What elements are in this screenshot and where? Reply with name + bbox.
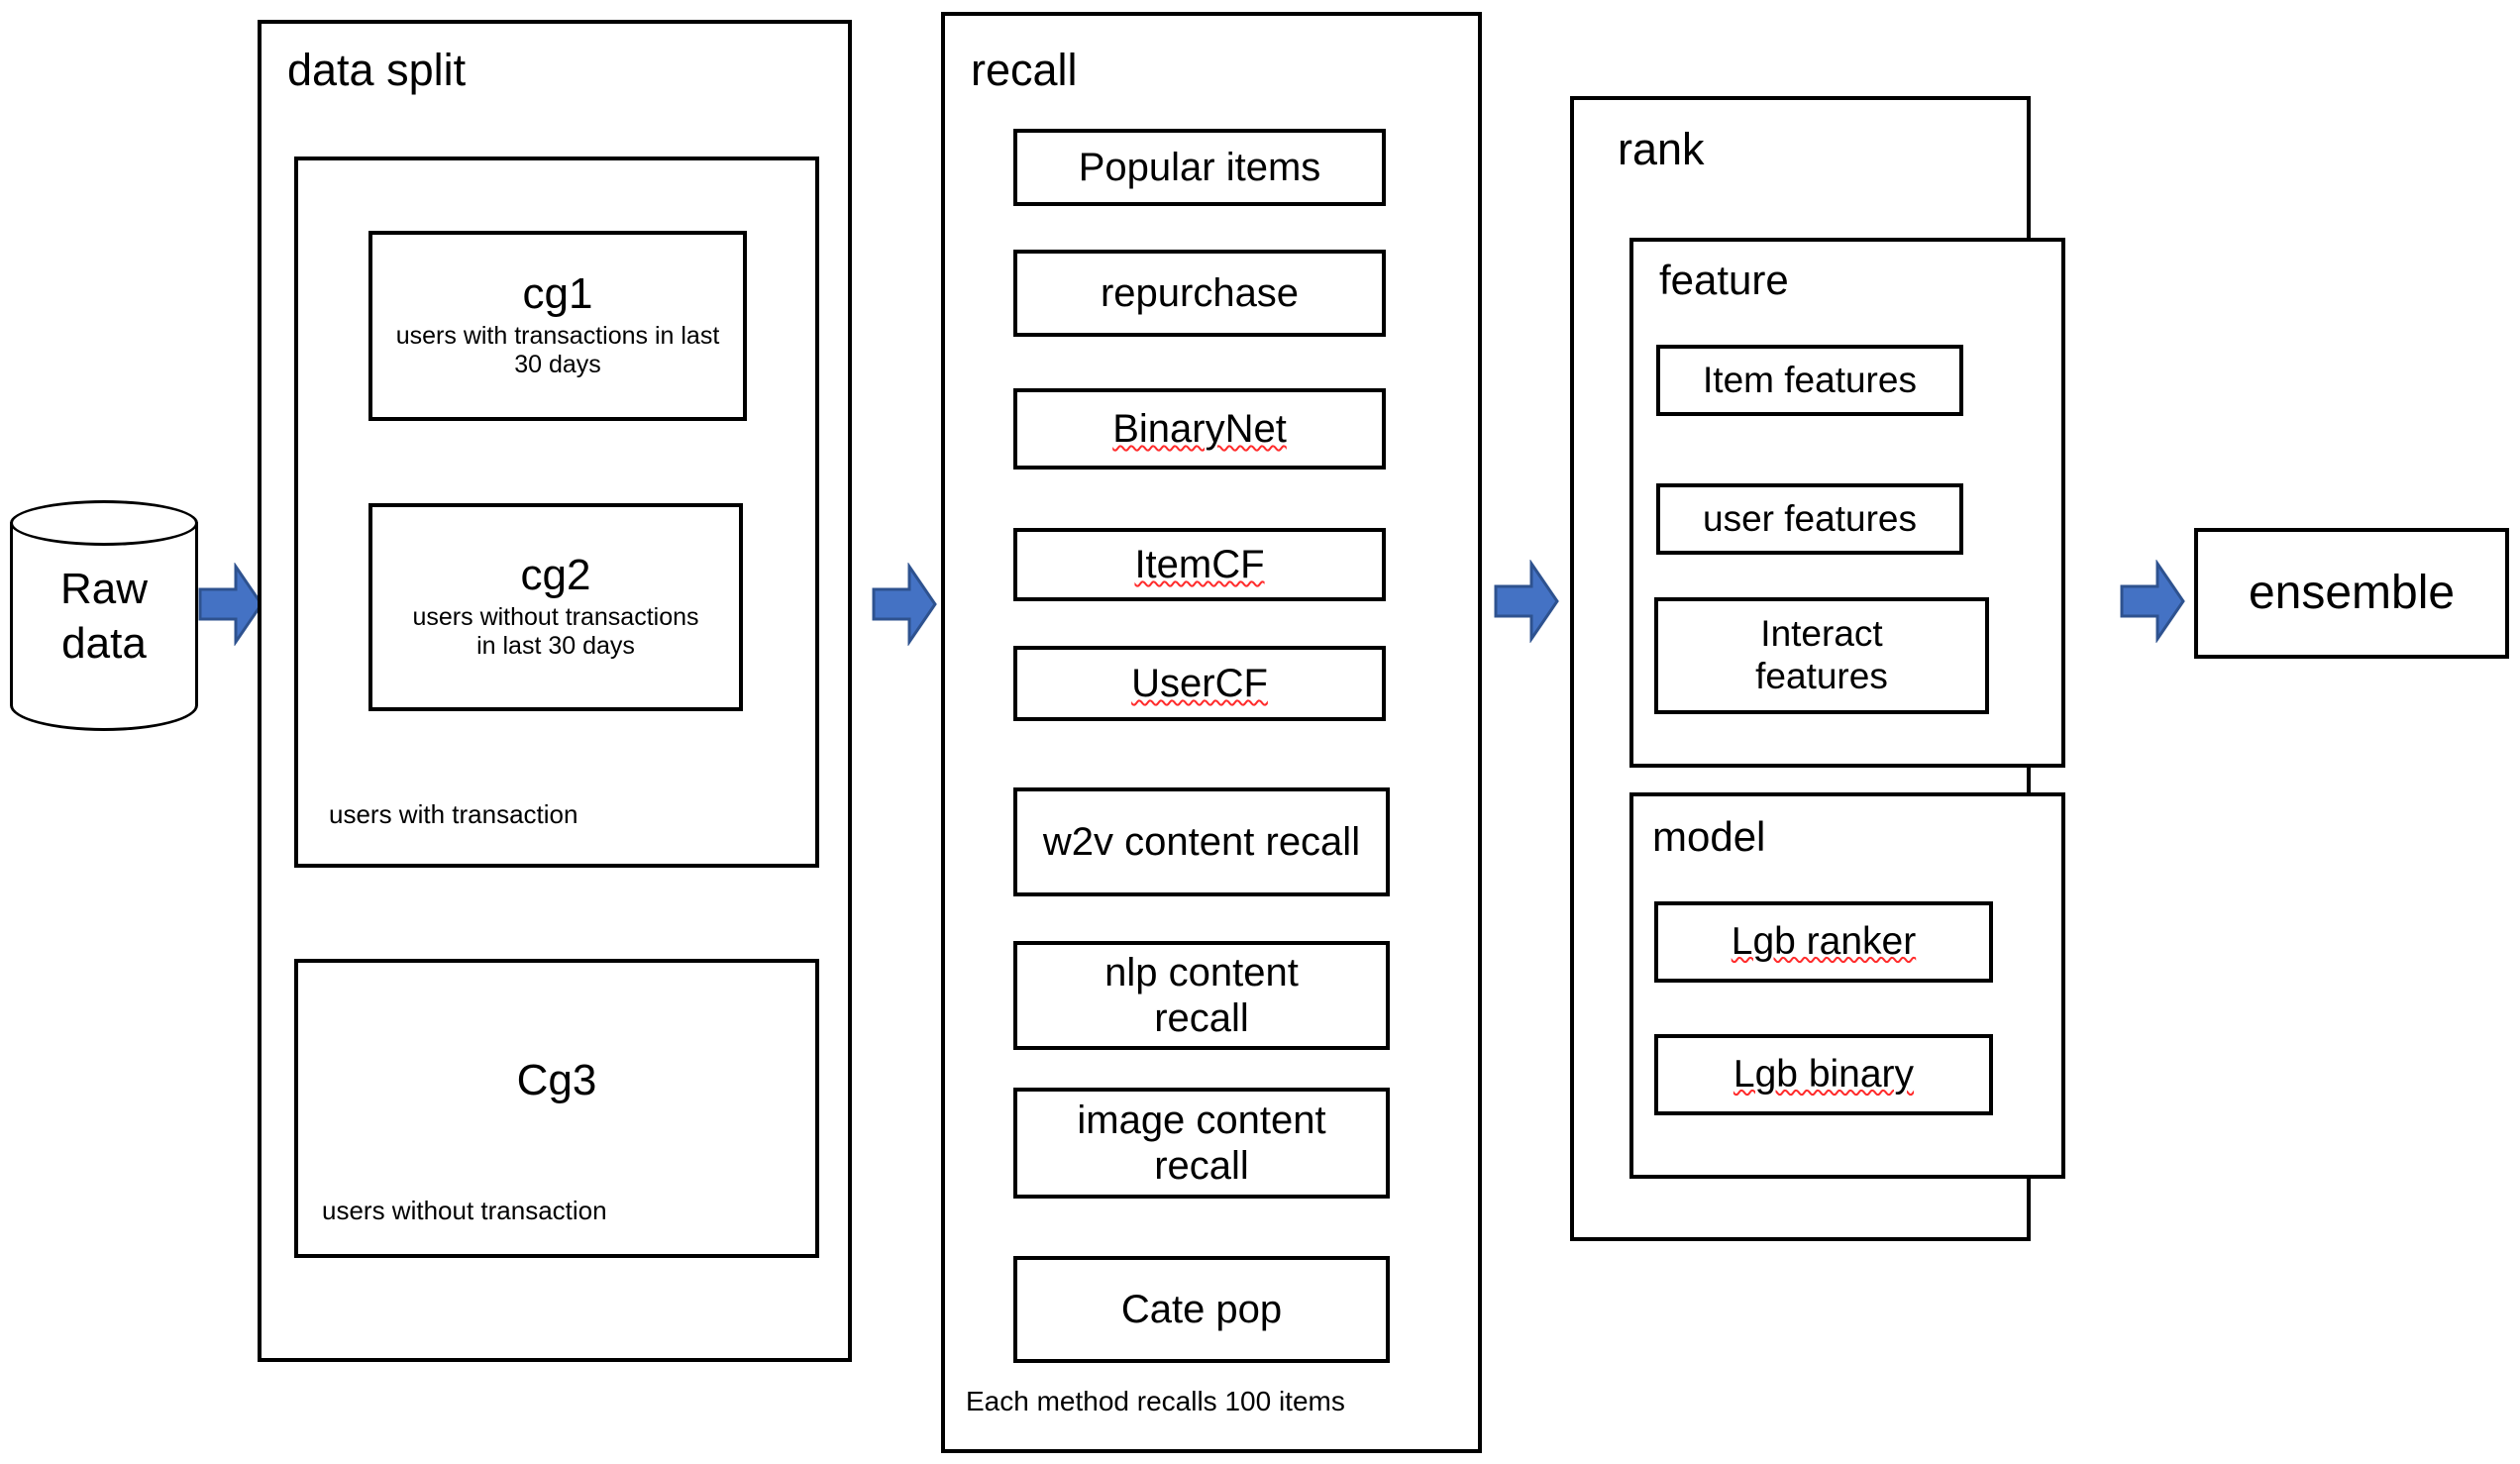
recall-method-label: image content recall	[1077, 1098, 1326, 1188]
cylinder-body	[10, 522, 198, 731]
cg2-title: cg2	[520, 551, 591, 600]
arrow-recall-to-rank	[1494, 560, 1559, 643]
stage-recall	[941, 12, 1482, 1453]
model-item-label: Lgb ranker	[1731, 919, 1917, 963]
raw-data-cylinder: Raw data	[10, 500, 198, 753]
feature-user-features: user features	[1656, 483, 1963, 555]
recall-method-label: Popular items	[1078, 146, 1321, 189]
arrow-rank-to-ensemble	[2120, 560, 2185, 643]
data-split-title: data split	[287, 45, 467, 95]
stage-ensemble: ensemble	[2194, 528, 2509, 659]
rank-title: rank	[1618, 124, 1705, 174]
recall-method-label: repurchase	[1100, 271, 1300, 315]
recall-method-binarynet: BinaryNet	[1013, 388, 1386, 470]
box-cg2: cg2 users without transactions in last 3…	[368, 503, 743, 711]
raw-data-line2: data	[61, 619, 147, 668]
feature-title: feature	[1659, 257, 1789, 303]
recall-method-repurchase: repurchase	[1013, 250, 1386, 337]
recall-method-nlp-content-recall: nlp content recall	[1013, 941, 1390, 1050]
recall-footnote: Each method recalls 100 items	[966, 1386, 1345, 1416]
model-lgb-ranker: Lgb ranker	[1654, 901, 1993, 983]
arrow-split-to-recall	[872, 563, 937, 646]
feature-item-features: Item features	[1656, 345, 1963, 416]
model-item-label: Lgb binary	[1732, 1052, 1915, 1096]
box-cg1: cg1 users with transactions in last 30 d…	[368, 231, 747, 421]
recall-method-label: w2v content recall	[1042, 820, 1361, 864]
ensemble-label: ensemble	[2248, 566, 2456, 619]
cg1-title: cg1	[522, 269, 593, 319]
recall-method-label: UserCF	[1131, 662, 1268, 705]
model-lgb-binary: Lgb binary	[1654, 1034, 1993, 1115]
recall-method-usercf: UserCF	[1013, 646, 1386, 721]
cg1-subtitle: users with transactions in last 30 days	[395, 321, 720, 379]
cg2-subtitle: users without transactions in last 30 da…	[412, 602, 699, 661]
group-users-without-transaction	[294, 959, 819, 1258]
recall-method-popular-items: Popular items	[1013, 129, 1386, 206]
recall-title: recall	[971, 45, 1078, 95]
model-title: model	[1652, 813, 1766, 860]
recall-method-label: nlp content recall	[1104, 951, 1299, 1040]
feature-item-label: user features	[1703, 497, 1917, 539]
caption-users-without-transaction: users without transaction	[322, 1196, 607, 1225]
recall-method-label: Cate pop	[1120, 1288, 1283, 1331]
recall-method-label: ItemCF	[1134, 543, 1265, 586]
recall-method-image-content-recall: image content recall	[1013, 1088, 1390, 1199]
cylinder-top-ellipse	[10, 500, 198, 546]
recall-method-w2v-content-recall: w2v content recall	[1013, 787, 1390, 896]
raw-data-label: Raw data	[10, 562, 198, 671]
recall-method-itemcf: ItemCF	[1013, 528, 1386, 601]
cg3-title: Cg3	[516, 1056, 597, 1104]
recall-method-label: BinaryNet	[1112, 407, 1287, 451]
raw-data-line1: Raw	[59, 565, 149, 613]
caption-users-with-transaction: users with transaction	[329, 799, 578, 829]
feature-item-label: Interact features	[1755, 613, 1888, 696]
recall-method-cate-pop: Cate pop	[1013, 1256, 1390, 1363]
feature-item-label: Item features	[1703, 359, 1917, 400]
arrow-raw-to-split	[198, 563, 263, 646]
feature-interact-features: Interact features	[1654, 597, 1989, 714]
